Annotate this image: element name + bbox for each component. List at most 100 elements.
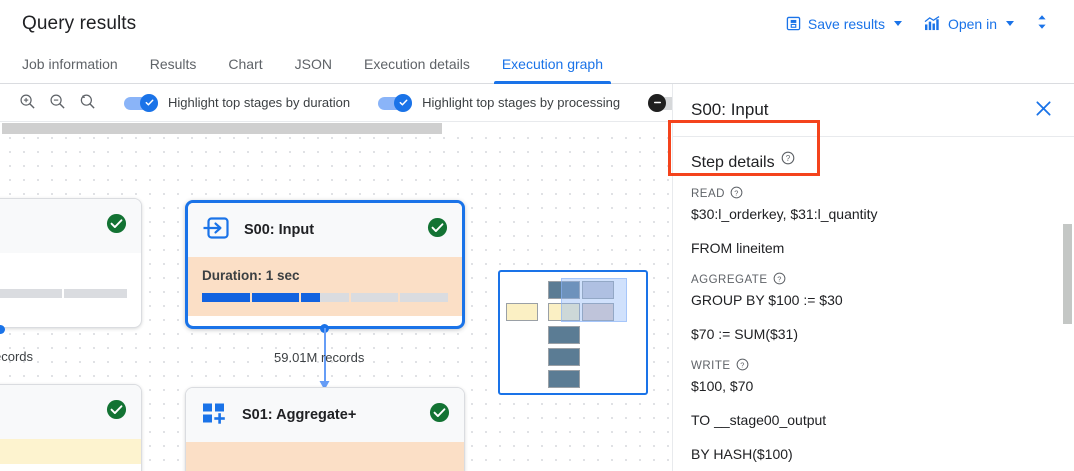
detail-value: FROM lineitem: [691, 240, 785, 256]
zoom-in-icon: [19, 93, 36, 113]
panel-body: Step details ? READ ?: [673, 137, 1074, 464]
detail-block-to: TO __stage00_output: [691, 410, 1056, 430]
switch-knob: [140, 93, 158, 112]
highlight-processing-toggle-group[interactable]: Highlight top stages by processing: [364, 93, 634, 112]
highlight-duration-switch[interactable]: [124, 93, 158, 112]
expand-collapse-icon: [1034, 13, 1050, 34]
duration-bar-S00: [202, 293, 448, 302]
node-body-S00: Duration: 1 sec: [188, 257, 462, 316]
switch-knob: [394, 93, 413, 112]
detail-block-hash: BY HASH($100): [691, 444, 1056, 464]
detail-block-read: READ ? $30:l_orderkey, $31:l_quantity: [691, 186, 1056, 224]
header-actions: Save results Open in: [778, 7, 1074, 40]
zoom-reset-button[interactable]: [74, 90, 100, 116]
tab-execution-details[interactable]: Execution details: [348, 56, 486, 83]
minimap-tile: [548, 348, 580, 366]
page-title: Query results: [22, 12, 137, 34]
step-details-label: Step details: [691, 154, 775, 171]
minimap-tile: [582, 303, 614, 321]
page-header: Query results Save results: [0, 0, 1074, 47]
svg-text:?: ?: [777, 274, 782, 283]
highlight-processing-switch[interactable]: [378, 93, 413, 112]
panel-header: S00: Input: [673, 84, 1074, 136]
save-results-button[interactable]: Save results: [778, 10, 910, 38]
graph-node-S00[interactable]: S00: Input Duration: 1 sec: [185, 200, 465, 329]
detail-block-write: WRITE ? $100, $70: [691, 358, 1056, 396]
graph-node-partial-left-bottom[interactable]: [0, 384, 142, 471]
minimap-tile: [548, 370, 580, 388]
minimap-viewport[interactable]: [561, 278, 627, 322]
input-arrow-icon: [202, 215, 230, 246]
svg-text:?: ?: [734, 188, 739, 197]
node-header: S01: Aggregate+: [186, 388, 464, 442]
duration-bar: [0, 289, 128, 298]
tab-results[interactable]: Results: [134, 56, 213, 83]
node-title-S01: S01: Aggregate+: [242, 407, 357, 423]
detail-key: AGGREGATE ?: [691, 272, 1056, 288]
close-icon: [1035, 100, 1052, 120]
open-in-label: Open in: [947, 15, 997, 32]
minimap-tile: [548, 326, 580, 344]
aggregate-grid-plus-icon: [200, 400, 228, 431]
highlight-duration-toggle-group[interactable]: Highlight top stages by duration: [110, 93, 364, 112]
duration-bar-segment: [64, 289, 128, 298]
edge-label-records: 59.01M records: [274, 350, 365, 365]
detail-block-sum: $70 := SUM($31): [691, 324, 1056, 344]
detail-value: $100, $70: [691, 378, 754, 394]
node-body-S01: [186, 442, 464, 471]
help-circle-icon[interactable]: ?: [730, 186, 743, 202]
tab-job-information[interactable]: Job information: [6, 56, 134, 83]
graph-minimap[interactable]: [498, 270, 648, 395]
help-circle-icon[interactable]: ?: [736, 358, 749, 374]
node-body: [0, 439, 141, 464]
tab-chart[interactable]: Chart: [212, 56, 278, 83]
check-icon: [145, 99, 153, 106]
duration-bar-segment: [350, 293, 399, 302]
detail-block-from: FROM lineitem: [691, 238, 1056, 258]
close-button[interactable]: [1028, 95, 1058, 125]
help-circle-icon[interactable]: ?: [773, 272, 786, 288]
open-in-button[interactable]: Open in: [916, 10, 1022, 38]
connector-line: [324, 328, 326, 384]
step-details-panel: S00: Input Step details ?: [672, 84, 1074, 471]
graph-node-S01[interactable]: S01: Aggregate+: [185, 387, 465, 471]
expand-collapse-button[interactable]: [1028, 7, 1060, 40]
graph-node-partial-left-top[interactable]: [0, 198, 142, 328]
help-circle-icon[interactable]: ?: [781, 151, 795, 170]
duration-bar-segment: [251, 293, 300, 302]
bar-chart-icon: [924, 16, 941, 31]
execution-graph-canvas[interactable]: ecords S00: Input: [0, 122, 672, 471]
scrollbar-thumb[interactable]: [2, 123, 442, 134]
duration-bar-segment: [0, 289, 63, 298]
highlight-processing-label: Highlight top stages by processing: [422, 95, 621, 110]
detail-value: BY HASH($100): [691, 446, 793, 462]
zoom-in-button[interactable]: [14, 90, 40, 116]
node-body: [0, 253, 141, 312]
edge-label-partial: ecords: [0, 349, 34, 364]
check-circle-icon: [429, 402, 450, 428]
tab-json[interactable]: JSON: [279, 56, 348, 83]
zoom-out-button[interactable]: [44, 90, 70, 116]
duration-bar-segment: [301, 293, 349, 302]
highlight-duration-label: Highlight top stages by duration: [168, 95, 351, 110]
detail-key: WRITE ?: [691, 358, 1056, 374]
check-circle-icon: [106, 213, 127, 239]
switch-knob: [648, 93, 667, 112]
minus-icon: [653, 101, 661, 104]
save-disk-icon: [786, 16, 801, 31]
panel-vertical-scrollbar[interactable]: [1063, 224, 1072, 324]
chevron-down-icon: [893, 21, 902, 26]
connector-dot: [0, 325, 5, 334]
tab-execution-graph[interactable]: Execution graph: [486, 56, 619, 84]
node-header: [0, 199, 141, 253]
detail-value: $30:l_orderkey, $31:l_quantity: [691, 206, 878, 222]
node-title-S00: S00: Input: [244, 222, 315, 238]
save-results-label: Save results: [807, 15, 885, 32]
canvas-horizontal-scrollbar[interactable]: [0, 122, 672, 135]
panel-divider: [673, 136, 1074, 137]
svg-text:?: ?: [785, 154, 790, 163]
zoom-out-icon: [49, 93, 66, 113]
minimap-tile: [548, 303, 580, 321]
panel-title: S00: Input: [691, 100, 769, 119]
